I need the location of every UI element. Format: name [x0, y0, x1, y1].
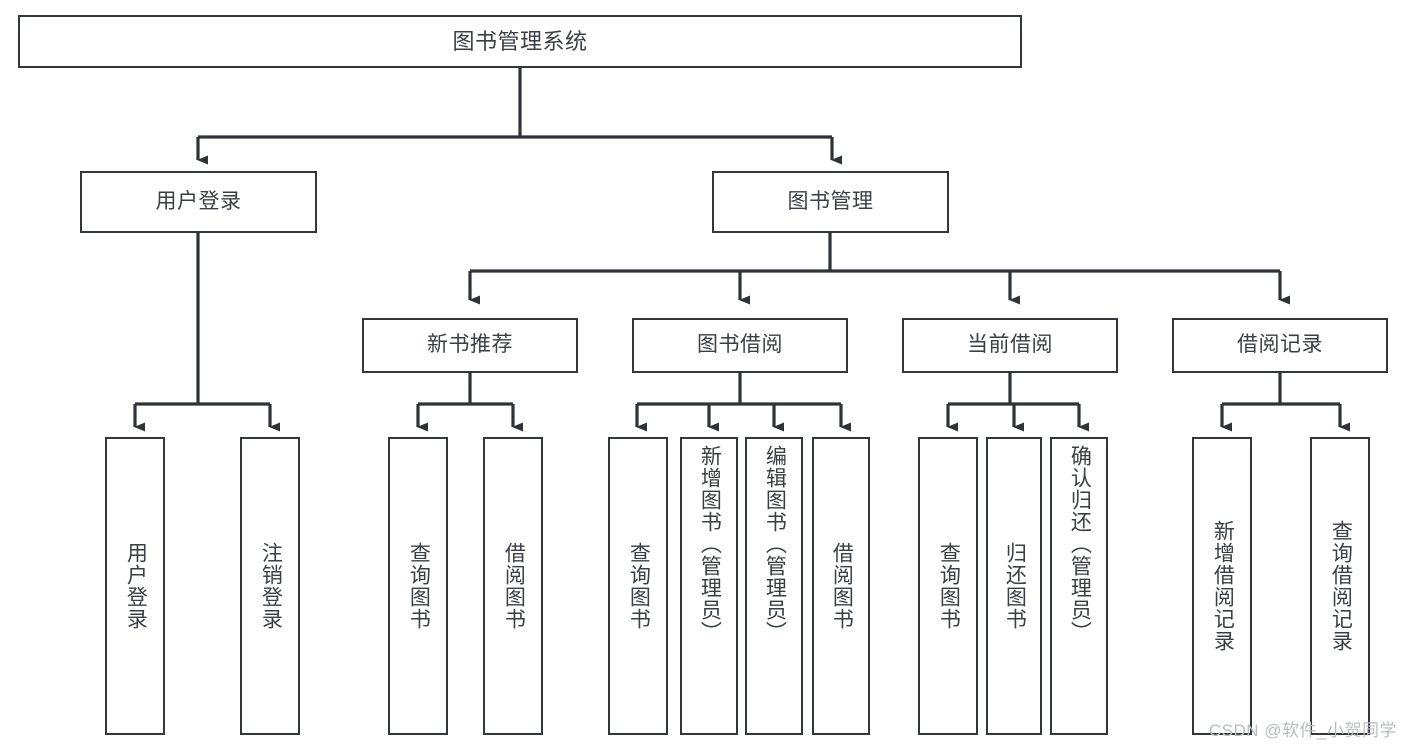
leaf-query-book-current[interactable]: 查询图书: [918, 437, 978, 735]
csdn-watermark: CSDN @软件_小贺同学: [1208, 721, 1397, 740]
node-user-login[interactable]: 用户登录: [80, 171, 317, 233]
leaf-borrow-book-recommend[interactable]: 借阅图书: [483, 437, 543, 735]
leaf-edit-book-admin[interactable]: 编辑图书（管理员）: [745, 437, 803, 735]
leaf-add-book-admin[interactable]: 新增图书（管理员）: [680, 437, 738, 735]
leaf-logout[interactable]: 注销登录: [240, 437, 300, 735]
leaf-query-borrow-record[interactable]: 查询借阅记录: [1310, 437, 1370, 735]
node-new-book-recommend[interactable]: 新书推荐: [362, 318, 578, 373]
node-book-management[interactable]: 图书管理: [712, 171, 949, 233]
leaf-query-book-recommend[interactable]: 查询图书: [388, 437, 448, 735]
leaf-query-book-borrow[interactable]: 查询图书: [608, 437, 668, 735]
leaf-confirm-return-admin[interactable]: 确认归还（管理员）: [1050, 437, 1108, 735]
leaf-borrow-book[interactable]: 借阅图书: [812, 437, 870, 735]
leaf-return-book[interactable]: 归还图书: [986, 437, 1042, 735]
node-borrow-record[interactable]: 借阅记录: [1172, 318, 1388, 373]
leaf-add-borrow-record[interactable]: 新增借阅记录: [1192, 437, 1252, 735]
node-root-system[interactable]: 图书管理系统: [18, 15, 1022, 68]
node-current-borrow[interactable]: 当前借阅: [902, 318, 1118, 373]
node-book-borrow[interactable]: 图书借阅: [632, 318, 848, 373]
leaf-user-login[interactable]: 用户登录: [105, 437, 165, 735]
